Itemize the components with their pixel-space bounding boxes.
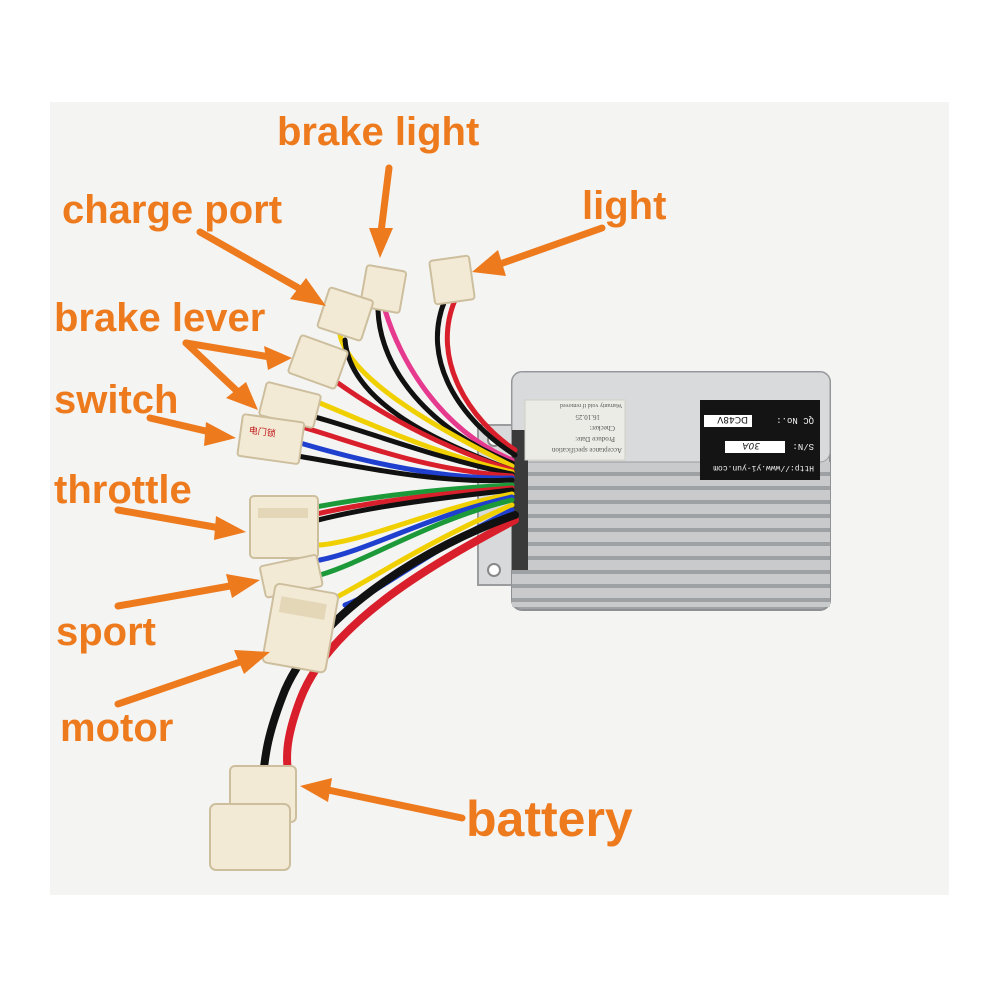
arrow-battery bbox=[300, 778, 466, 822]
switch-plug-marking: 电门锁 bbox=[248, 424, 276, 439]
arrow-charge-port bbox=[196, 228, 326, 306]
light-plug bbox=[428, 254, 476, 306]
throttle-plug bbox=[249, 495, 319, 559]
plate-qc: QC No.: bbox=[776, 415, 814, 425]
sticker-line3: Checker: bbox=[590, 424, 615, 432]
label-throttle: throttle bbox=[54, 468, 192, 512]
sticker-line4: 16.10.25 bbox=[575, 413, 600, 421]
switch-plug: 电门锁 bbox=[236, 413, 306, 465]
label-switch: switch bbox=[54, 378, 179, 422]
sticker-line5: Warranty void if removed bbox=[560, 402, 622, 409]
label-light: light bbox=[582, 184, 667, 228]
plate-url: Http://www.yi-yun.com bbox=[713, 463, 814, 472]
arrow-brake-lever-2 bbox=[182, 339, 258, 410]
label-brake-light: brake light bbox=[277, 110, 480, 154]
plate-serial-prefix: S/N: bbox=[792, 441, 814, 451]
charge-port-plug bbox=[316, 286, 374, 342]
arrow-motor bbox=[114, 650, 270, 708]
label-battery: battery bbox=[466, 791, 633, 847]
arrow-light bbox=[472, 224, 606, 276]
label-sport: sport bbox=[56, 610, 156, 654]
label-motor: motor bbox=[60, 706, 174, 750]
label-charge-port: charge port bbox=[62, 188, 283, 232]
plate-serial-value: 30A bbox=[742, 440, 760, 450]
sticker-line1: Acceptance specification bbox=[551, 446, 622, 454]
label-brake-lever: brake lever bbox=[54, 296, 266, 340]
plate-voltage: DC48V bbox=[716, 414, 748, 424]
battery-plug bbox=[209, 765, 297, 871]
motor-plug bbox=[261, 582, 340, 674]
controller-nameplate: Http://www.yi-yun.com S/N: 30A QC No.: D… bbox=[700, 400, 820, 480]
arrow-switch bbox=[146, 414, 236, 446]
arrow-brake-light bbox=[369, 164, 393, 258]
acceptance-sticker: Acceptance specification Produce Date: C… bbox=[524, 399, 626, 461]
brake-lever-plug-1 bbox=[287, 334, 349, 390]
sticker-line2: Produce Date: bbox=[575, 435, 615, 443]
arrow-sport bbox=[114, 574, 260, 610]
arrow-brake-lever-1 bbox=[182, 339, 292, 370]
arrow-throttle bbox=[114, 506, 246, 540]
